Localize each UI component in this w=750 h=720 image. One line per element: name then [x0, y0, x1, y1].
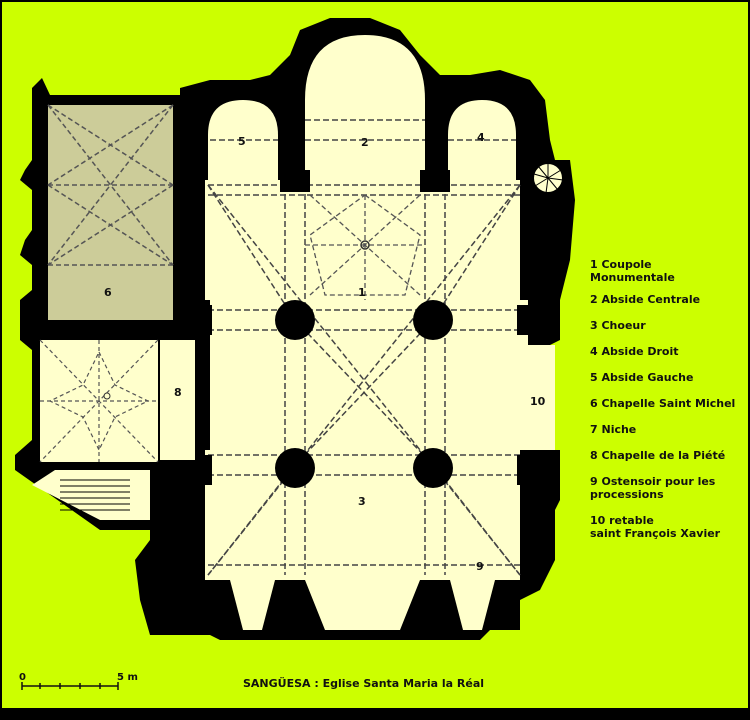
- chapel-8: [39, 339, 195, 463]
- porch-right: [450, 580, 495, 630]
- staircase: [32, 470, 150, 520]
- room-labels: 1 2 3 4 5 6 8 9 10: [104, 131, 546, 573]
- spiral-stair: [532, 162, 564, 194]
- legend-item-9: 9 Ostensoir pour les processions: [590, 475, 716, 501]
- room-label-9: 9: [476, 560, 484, 573]
- chapel-6-ribs: [47, 104, 174, 266]
- dome-vault: [305, 194, 425, 300]
- room-label-2: 2: [361, 136, 369, 149]
- legend-item-5: 5 Abside Gauche: [590, 371, 694, 384]
- nave-floor: [205, 180, 528, 580]
- nave: [205, 35, 555, 630]
- porch-left: [230, 580, 275, 630]
- scale-start-label: 0: [19, 672, 26, 683]
- room-label-6: 6: [104, 286, 112, 299]
- dome-boss: [360, 240, 370, 250]
- scale-bar: [21, 682, 119, 690]
- piers: [200, 170, 529, 488]
- retable-bay: [525, 345, 555, 450]
- room-label-8: 8: [174, 386, 182, 399]
- chapel-8-bay: [160, 340, 195, 460]
- room-label-5: 5: [238, 135, 246, 148]
- legend-item-2: 2 Abside Centrale: [590, 293, 701, 306]
- central-apse-floor: [305, 35, 425, 180]
- legend-item-10: 10 retable saint François Xavier: [590, 514, 721, 540]
- chapel-8-boss: [103, 392, 111, 400]
- chapel-6: [47, 104, 174, 320]
- nave-ribs: [207, 119, 521, 576]
- figure-caption: SANGÜESA : Eglise Santa Maria la Réal: [243, 677, 485, 690]
- right-apse-floor: [448, 100, 516, 180]
- room-label-1: 1: [358, 286, 366, 299]
- room-label-4: 4: [477, 131, 485, 144]
- room-label-10: 10: [530, 395, 546, 408]
- room-label-3: 3: [358, 495, 366, 508]
- porch-center: [305, 580, 420, 630]
- scale-end-label: 5 m: [117, 672, 138, 683]
- chapel-6-floor: [48, 105, 173, 320]
- chapel-8-ribs: [39, 339, 159, 463]
- legend-item-1: 1 Coupole Monumentale: [590, 258, 675, 284]
- legend-item-6: 6 Chapelle Saint Michel: [590, 397, 736, 410]
- legend-item-4: 4 Abside Droit: [590, 345, 679, 358]
- legend-item-8: 8 Chapelle de la Piété: [590, 449, 726, 462]
- legend-item-7: 7 Niche: [590, 423, 637, 436]
- legend-item-3: 3 Choeur: [590, 319, 646, 332]
